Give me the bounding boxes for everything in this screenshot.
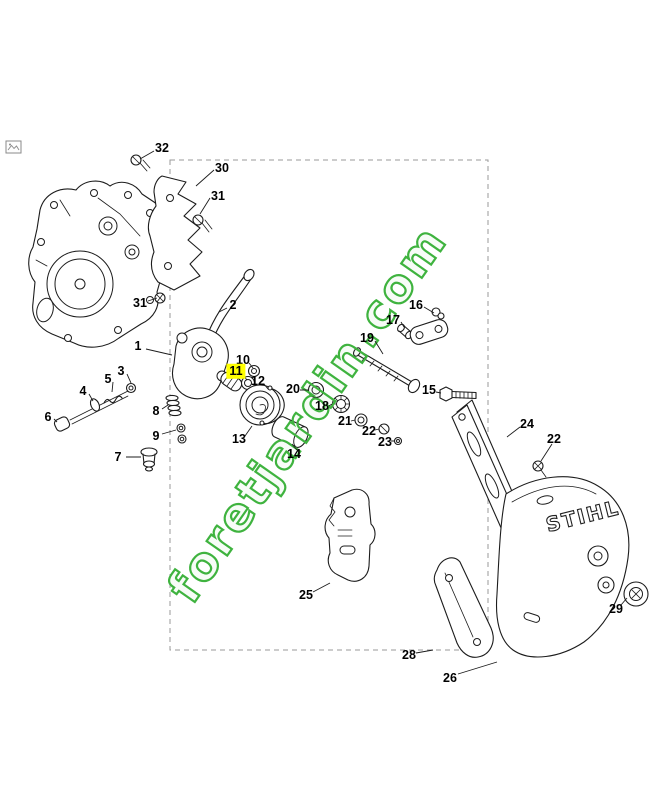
part-label-17[interactable]: 17 [386,312,400,327]
part-label-32[interactable]: 32 [155,140,169,155]
part-label-16[interactable]: 16 [409,297,423,312]
part-label-18[interactable]: 18 [315,398,329,413]
part-label-4[interactable]: 4 [79,383,87,398]
carrier-bracket [409,319,449,345]
part-label-29[interactable]: 29 [609,601,623,616]
part-label-7[interactable]: 7 [114,449,122,464]
o-rings-9 [176,423,187,444]
screw-31-top [192,214,213,233]
cap-6 [53,416,71,432]
watermark-text: foretjardin.com [157,215,458,613]
side-plate-25 [324,488,376,582]
part-label-26[interactable]: 26 [443,670,457,685]
spring-8 [165,394,182,417]
part-label-20[interactable]: 20 [286,381,300,396]
part-label-22[interactable]: 22 [362,423,376,438]
drum-13 [239,384,281,426]
screw-22-cover [532,460,547,478]
part-label-31-bottom[interactable]: 31 [133,295,147,310]
screw-32 [130,154,151,172]
leader-lines [53,150,628,675]
part-label-10[interactable]: 10 [236,352,250,367]
nut-23 [393,436,403,446]
clip-16 [431,307,445,320]
washer-18 [331,394,351,414]
bolt-19 [352,347,421,394]
part-label-3[interactable]: 3 [117,363,125,378]
knob-29 [623,581,649,607]
sleeve-14 [271,416,309,448]
part-label-21[interactable]: 21 [338,413,352,428]
part-label-28[interactable]: 28 [402,647,416,662]
guard-strip-28 [433,557,494,658]
part-label-25[interactable]: 25 [299,587,313,602]
part-label-19[interactable]: 19 [360,330,374,345]
crankcase-housing [28,180,167,348]
part-label-15[interactable]: 15 [422,382,436,397]
image-placeholder-icon [5,140,22,154]
part-label-5[interactable]: 5 [104,371,112,386]
part-label-9[interactable]: 9 [152,428,160,443]
sprocket-cover-26: STIHL [495,476,630,658]
part-label-8[interactable]: 8 [152,403,160,418]
bar-plate-24 [451,399,522,531]
part-label-11-highlighted[interactable]: 11 [226,363,246,379]
plug-7 [140,447,158,472]
clip-12 [259,385,285,426]
part-label-23[interactable]: 23 [378,434,392,449]
screw-31-bottom [154,292,166,304]
part-label-1[interactable]: 1 [134,338,142,353]
part-label-2[interactable]: 2 [229,297,237,312]
washer-11 [240,375,256,391]
nut-20 [307,381,325,399]
brake-band [147,175,203,291]
part-label-24[interactable]: 24 [520,416,534,431]
washer-10 [247,364,261,378]
part-label-13[interactable]: 13 [232,431,246,446]
part-label-14[interactable]: 14 [287,446,301,461]
part-label-12[interactable]: 12 [251,373,265,388]
bolt-15 [439,386,477,402]
part-label-22-cover[interactable]: 22 [547,431,561,446]
screw-22 [378,423,390,435]
part-label-31-top[interactable]: 31 [211,188,225,203]
part-label-6[interactable]: 6 [44,409,52,424]
part-label-30[interactable]: 30 [215,160,229,175]
oil-pump-body [171,327,229,400]
screw-axis-4-5-3 [69,382,137,425]
